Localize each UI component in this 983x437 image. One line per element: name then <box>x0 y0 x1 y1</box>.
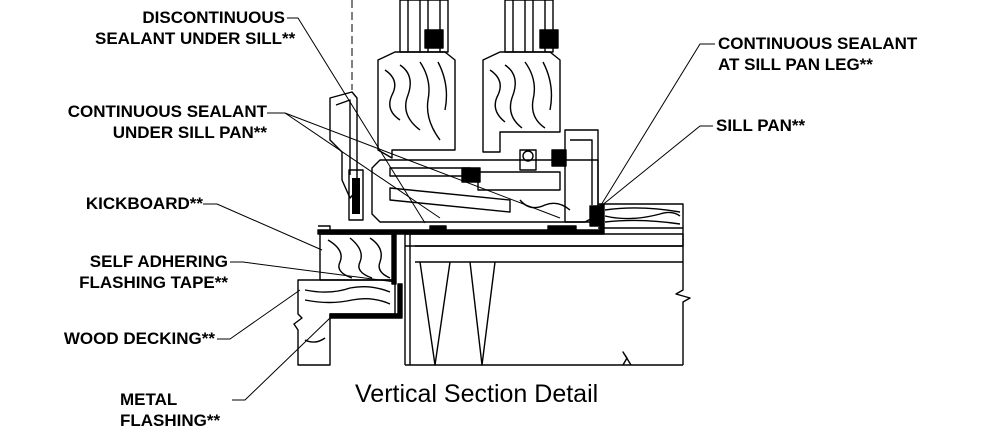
subfloor <box>405 228 691 366</box>
sash-left <box>377 29 456 159</box>
label-kickboard: KICKBOARD** <box>85 194 203 213</box>
sealant-bead-2 <box>547 225 577 233</box>
drawing-caption: Vertical Section Detail <box>355 380 599 408</box>
wood-decking-shape <box>293 279 396 366</box>
label-continuous-sealant-at-sill-pan-leg: CONTINUOUS SEALANT AT SILL PAN LEG** <box>718 34 918 74</box>
glass-panes <box>399 0 554 53</box>
label-discontinuous-sealant: DISCONTINUOUS SEALANT UNDER SILL** <box>95 8 296 48</box>
sash-right <box>482 29 561 153</box>
label-continuous-sealant-under-sill-pan: CONTINUOUS SEALANT UNDER SILL PAN** <box>67 102 267 142</box>
label-metal-flashing: METAL FLASHING** <box>120 390 221 430</box>
kickboard-shape <box>319 233 396 281</box>
sealant-bead-1 <box>429 225 447 233</box>
label-wood-decking: WOOD DECKING** <box>63 329 215 348</box>
metal-flashing-shape <box>329 283 403 319</box>
sill-frame <box>371 129 599 223</box>
exterior-trim <box>329 91 364 221</box>
label-sill-pan: SILL PAN** <box>716 116 806 135</box>
interior-floor <box>598 203 684 229</box>
flashing-tape-shape <box>391 233 397 285</box>
sealant-bead-3 <box>589 205 603 227</box>
leader-lines <box>203 17 715 401</box>
label-self-adhering-flashing-tape: SELF ADHERING FLASHING TAPE** <box>79 252 228 292</box>
